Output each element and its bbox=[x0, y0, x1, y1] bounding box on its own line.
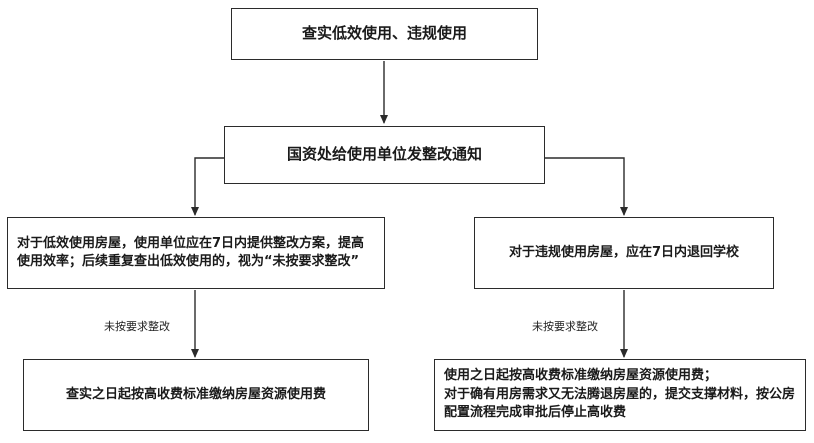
node-violation: 对于违规使用房屋，应在7日内退回学校 bbox=[474, 217, 774, 289]
node-fee-right: 使用之日起按高收费标准缴纳房屋资源使用费； 对于确有用房需求又无法腾退房屋的，提… bbox=[434, 359, 806, 431]
node-notice-text: 国资处给使用单位发整改通知 bbox=[286, 145, 482, 164]
node-fee-right-content: 使用之日起按高收费标准缴纳房屋资源使用费； 对于确有用房需求又无法腾退房屋的，提… bbox=[444, 367, 796, 422]
node-fee-right-line2: 对于确有用房需求又无法腾退房屋的，提交支撑材料，按公房配置流程完成审批后停止高收… bbox=[444, 386, 796, 421]
node-low-efficiency: 对于低效使用房屋，使用单位应在7日内提供整改方案，提高使用效率；后续重复查出低效… bbox=[7, 217, 385, 289]
node-violation-text: 对于违规使用房屋，应在7日内退回学校 bbox=[508, 244, 740, 260]
node-fee-right-line1: 使用之日起按高收费标准缴纳房屋资源使用费； bbox=[444, 368, 718, 384]
edge-label-left: 未按要求整改 bbox=[104, 320, 170, 333]
arrow-notice-to-low-efficiency bbox=[191, 157, 224, 216]
node-check-text: 查实低效使用、违规使用 bbox=[301, 24, 467, 43]
node-fee-left: 查实之日起按高收费标准缴纳房屋资源使用费 bbox=[23, 359, 369, 431]
edge-label-right: 未按要求整改 bbox=[532, 320, 598, 333]
arrow-notice-to-violation bbox=[545, 157, 628, 216]
node-low-efficiency-text: 对于低效使用房屋，使用单位应在7日内提供整改方案，提高使用效率；后续重复查出低效… bbox=[17, 235, 365, 269]
node-notice: 国资处给使用单位发整改通知 bbox=[224, 126, 545, 184]
node-check: 查实低效使用、违规使用 bbox=[231, 8, 538, 60]
node-fee-left-text: 查实之日起按高收费标准缴纳房屋资源使用费 bbox=[65, 386, 326, 402]
